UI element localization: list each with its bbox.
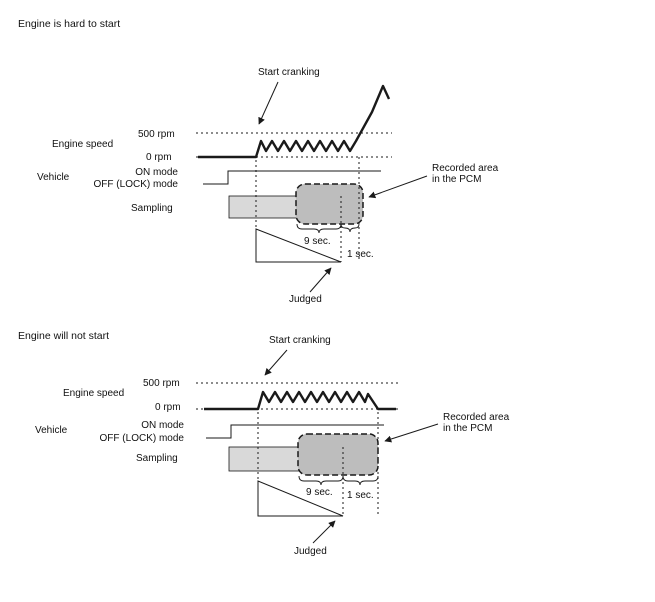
start-cranking-arrow <box>258 81 279 125</box>
panel-hard-to-start: Engine is hard to start Start cranking E… <box>18 18 499 305</box>
one-sec-label: 1 sec. <box>347 490 374 501</box>
panel-title: Engine will not start <box>18 330 109 342</box>
nine-sec-label: 9 sec. <box>306 487 333 498</box>
recorded-area-arrow <box>384 423 439 443</box>
engine-speed-label: Engine speed <box>63 388 124 399</box>
judgement-triangle <box>255 228 342 263</box>
nine-sec-bracket <box>298 475 344 486</box>
start-cranking-arrow <box>264 349 288 376</box>
off-lock-mode-label: OFF (LOCK) mode <box>100 433 185 444</box>
panel-will-not-start: Engine will not start Start cranking Eng… <box>18 330 510 557</box>
recorded-area-label-line2: in the PCM <box>443 423 492 434</box>
recorded-area-box <box>297 433 379 476</box>
engine-speed-label: Engine speed <box>52 139 113 150</box>
start-cranking-label: Start cranking <box>258 67 320 78</box>
rpm-500-label: 500 rpm <box>143 378 180 389</box>
one-sec-bracket <box>342 475 379 486</box>
vehicle-mode-trace <box>203 170 381 185</box>
nine-sec-bracket <box>296 223 342 234</box>
rpm-0-label: 0 rpm <box>146 152 172 163</box>
recorded-area-label-line1: Recorded area <box>443 412 510 423</box>
nine-sec-label: 9 sec. <box>304 236 331 247</box>
vehicle-label: Vehicle <box>37 172 70 183</box>
off-lock-mode-label: OFF (LOCK) mode <box>94 179 179 190</box>
engine-speed-trace <box>204 390 396 411</box>
rpm-0-label: 0 rpm <box>155 402 181 413</box>
on-mode-label: ON mode <box>141 420 184 431</box>
judged-arrow <box>309 267 332 293</box>
judgement-triangle <box>257 480 344 517</box>
judged-arrow <box>312 520 336 544</box>
vehicle-mode-trace <box>206 424 384 439</box>
vehicle-label: Vehicle <box>35 425 68 436</box>
recorded-area-label-line1: Recorded area <box>432 163 499 174</box>
panel-title: Engine is hard to start <box>18 18 120 30</box>
sampling-label: Sampling <box>136 453 178 464</box>
recorded-area-box <box>295 183 364 225</box>
rpm-500-label: 500 rpm <box>138 129 175 140</box>
start-cranking-label: Start cranking <box>269 335 331 346</box>
judged-label: Judged <box>294 546 327 557</box>
on-mode-label: ON mode <box>135 167 178 178</box>
one-sec-bracket <box>340 223 360 233</box>
judged-label: Judged <box>289 294 322 305</box>
engine-speed-trace <box>198 84 391 159</box>
recorded-area-label-line2: in the PCM <box>432 174 481 185</box>
recorded-area-arrow <box>368 175 428 199</box>
one-sec-label: 1 sec. <box>347 249 374 260</box>
sampling-label: Sampling <box>131 203 173 214</box>
